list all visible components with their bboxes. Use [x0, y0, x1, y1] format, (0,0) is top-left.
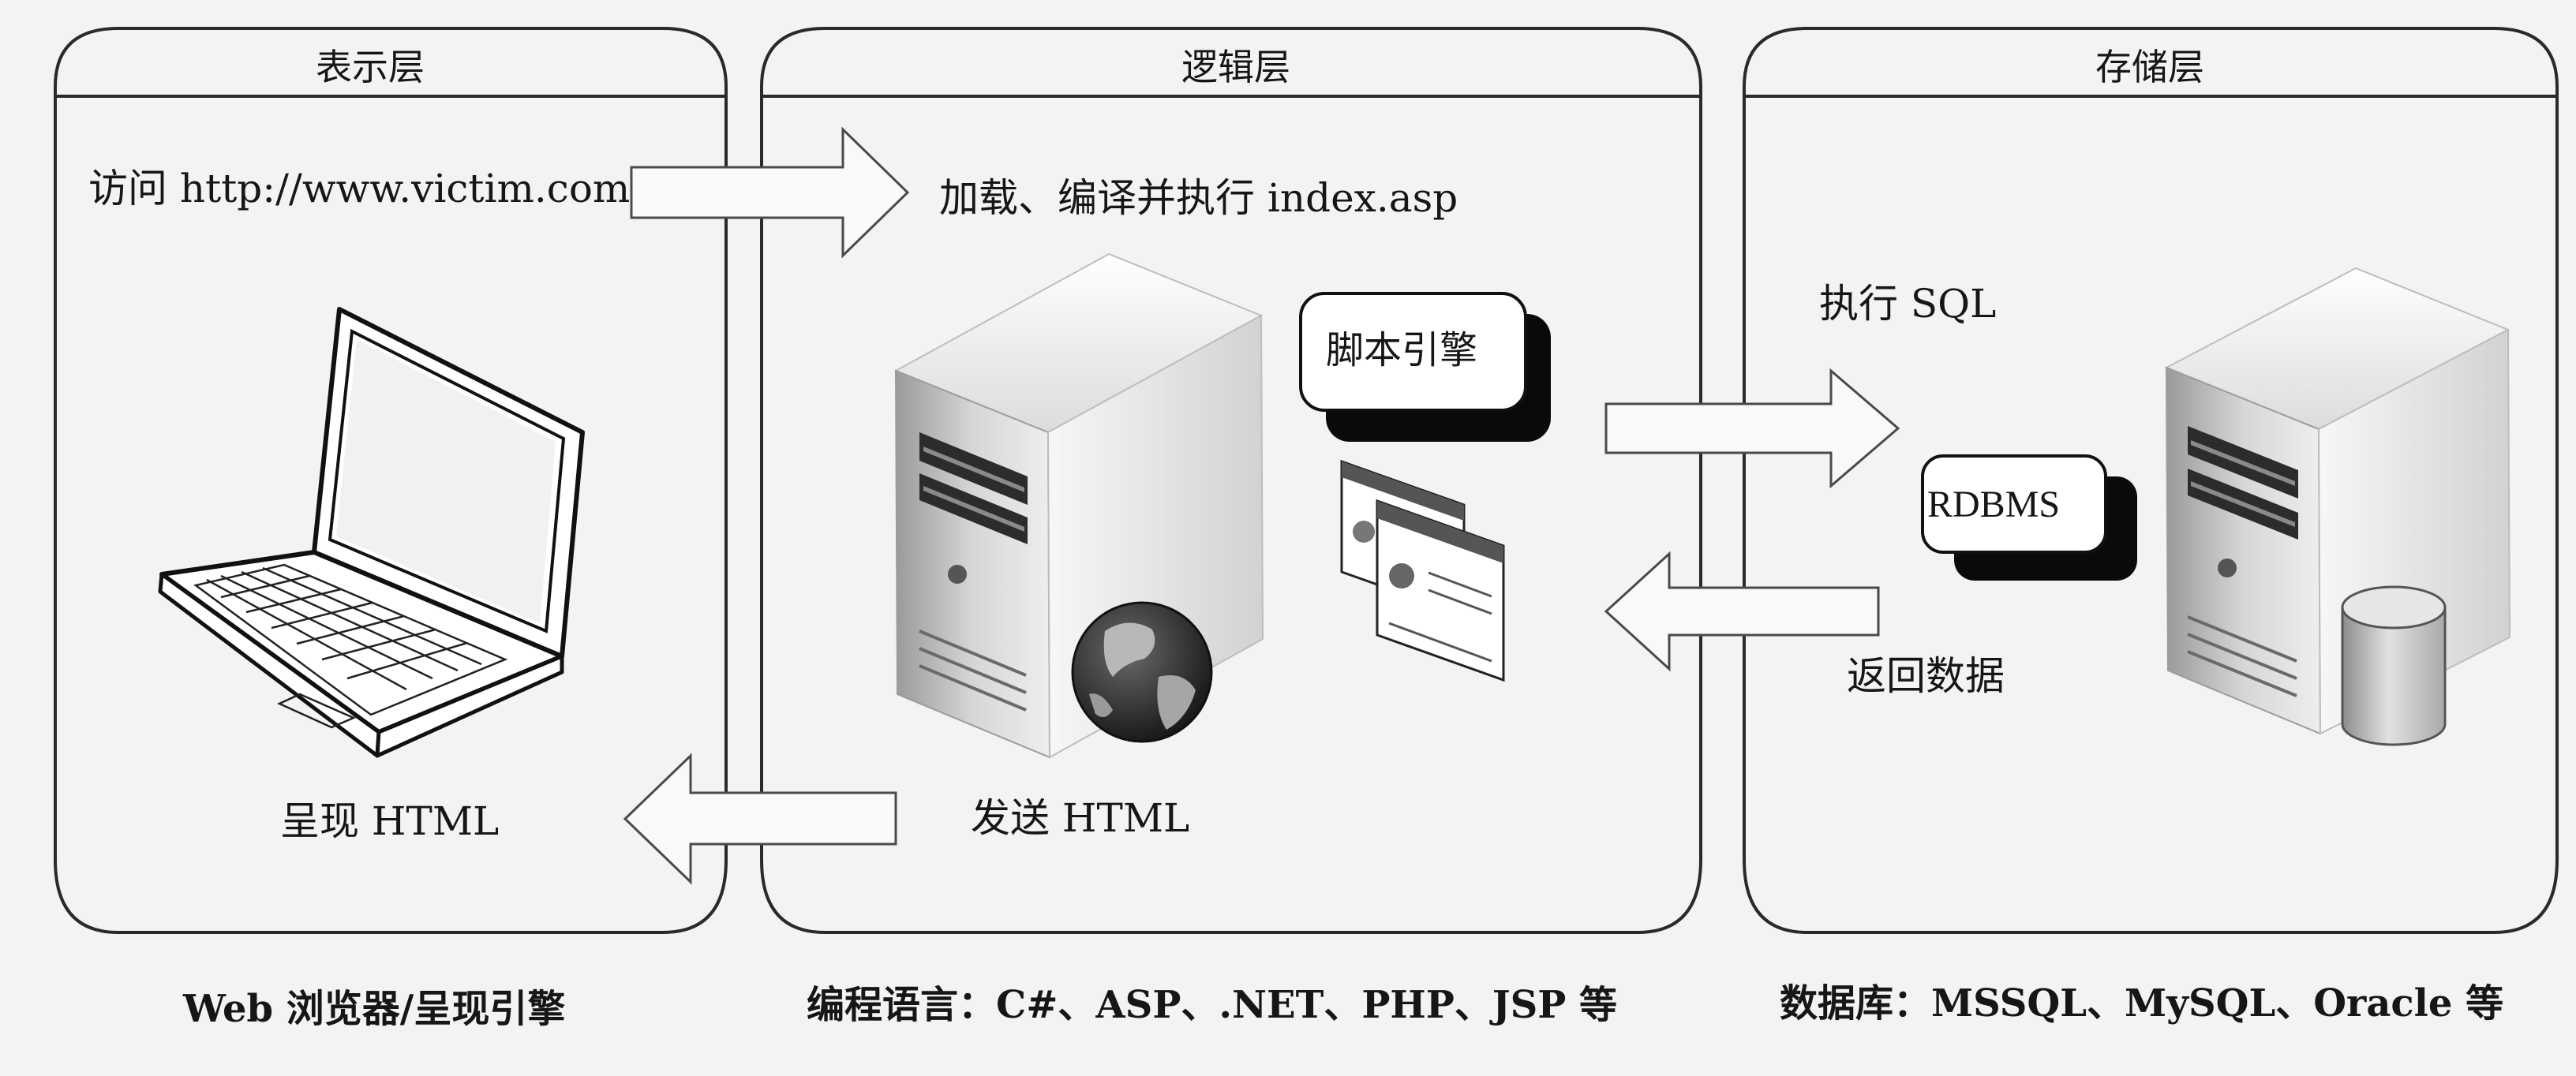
- rdbms-label: RDBMS: [1927, 484, 2061, 525]
- presentation-tier-panel: [54, 27, 728, 934]
- cylinder-icon: [2341, 585, 2447, 746]
- render-html-label: 呈现 HTML: [280, 798, 500, 844]
- exec-sql-label: 执行 SQL: [1819, 281, 1997, 327]
- presentation-tier-caption: Web 浏览器/呈现引擎: [183, 987, 566, 1031]
- laptop-icon: [158, 307, 585, 758]
- database-server-icon: [2164, 267, 2511, 735]
- arrow-send-html-left: [623, 753, 897, 885]
- send-html-label: 发送 HTML: [971, 795, 1190, 841]
- logic-tier-panel: [760, 27, 1702, 934]
- presentation-tier-title: 表示层: [316, 46, 425, 88]
- script-pages-icon: [1340, 459, 1505, 682]
- arrow-visit-right: [630, 126, 910, 259]
- load-execute-label: 加载、编译并执行 index.asp: [939, 175, 1458, 221]
- arrow-return-data-left: [1604, 551, 1880, 672]
- return-data-label: 返回数据: [1847, 653, 2005, 699]
- rdbms-box: [1921, 454, 2137, 581]
- logic-tier-caption: 编程语言：C#、ASP、.NET、PHP、JSP 等: [807, 983, 1618, 1027]
- arrow-exec-sql-right: [1604, 368, 1900, 489]
- storage-tier-panel: [1743, 27, 2559, 934]
- storage-tier-caption: 数据库：MSSQL、MySQL、Oracle 等: [1780, 981, 2504, 1026]
- visit-url-label: 访问 http://www.victim.com: [88, 166, 631, 211]
- script-engine-box: [1299, 292, 1551, 442]
- globe-icon: [1071, 601, 1213, 743]
- storage-tier-title: 存储层: [2095, 46, 2204, 88]
- script-engine-label: 脚本引擎: [1326, 328, 1478, 372]
- logic-tier-title: 逻辑层: [1181, 46, 1290, 88]
